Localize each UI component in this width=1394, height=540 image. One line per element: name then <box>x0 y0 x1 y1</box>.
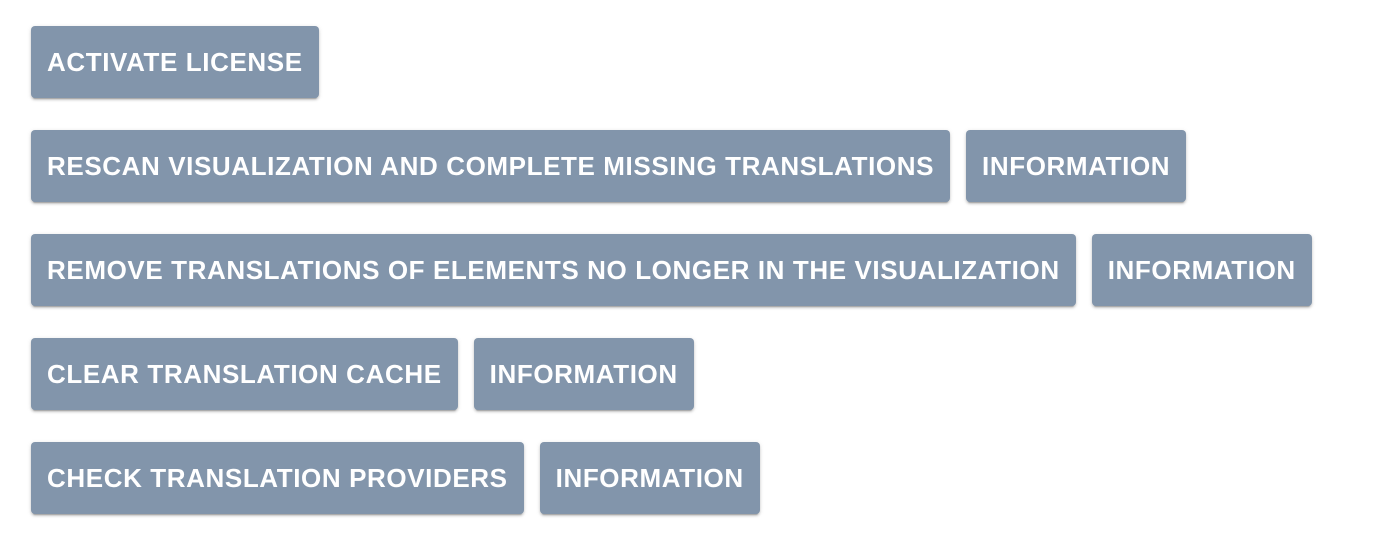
row-clear-cache: CLEAR TRANSLATION CACHE INFORMATION <box>31 338 1394 410</box>
clear-cache-information-button[interactable]: INFORMATION <box>473 338 694 410</box>
rescan-visualization-button[interactable]: RESCAN VISUALIZATION AND COMPLETE MISSIN… <box>31 130 951 202</box>
remove-translations-button[interactable]: REMOVE TRANSLATIONS OF ELEMENTS NO LONGE… <box>31 234 1076 306</box>
row-rescan: RESCAN VISUALIZATION AND COMPLETE MISSIN… <box>31 130 1394 202</box>
row-activate-license: ACTIVATE LICENSE <box>31 26 1394 98</box>
row-remove-translations: REMOVE TRANSLATIONS OF ELEMENTS NO LONGE… <box>31 234 1394 306</box>
rescan-information-button[interactable]: INFORMATION <box>966 130 1187 202</box>
check-translation-providers-button[interactable]: CHECK TRANSLATION PROVIDERS <box>31 442 524 514</box>
check-providers-information-button[interactable]: INFORMATION <box>539 442 760 514</box>
remove-translations-information-button[interactable]: INFORMATION <box>1091 234 1312 306</box>
clear-translation-cache-button[interactable]: CLEAR TRANSLATION CACHE <box>31 338 458 410</box>
activate-license-button[interactable]: ACTIVATE LICENSE <box>31 26 319 98</box>
row-check-providers: CHECK TRANSLATION PROVIDERS INFORMATION <box>31 442 1394 514</box>
